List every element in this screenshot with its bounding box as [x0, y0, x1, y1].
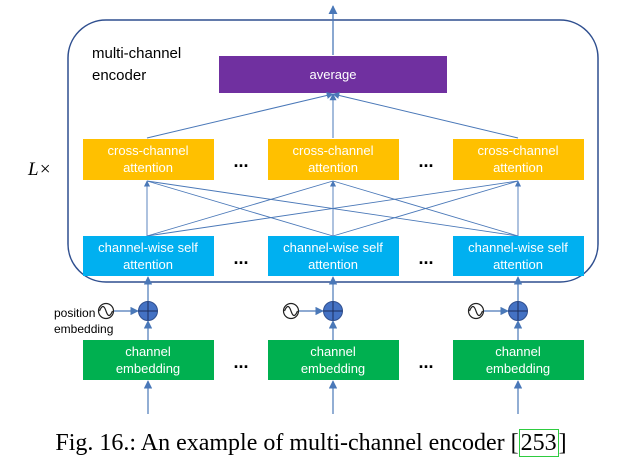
cross-attention-label-2b: attention	[308, 160, 358, 175]
self-attention-label-1b: attention	[123, 257, 173, 272]
ellipsis-cross-1: ...	[233, 151, 248, 171]
cross-attention-label-3a: cross-channel	[478, 143, 559, 158]
multi-channel-encoder-diagram: multi-channel encoder L× average cross-c…	[27, 5, 599, 414]
channel-embedding-label-1a: channel	[125, 344, 171, 359]
figure-caption: Fig. 16.: An example of multi-channel en…	[0, 429, 622, 457]
encoder-label-line1: multi-channel	[92, 45, 181, 62]
self-attention-label-2a: channel-wise self	[283, 240, 383, 255]
plus-to-self-arrows	[143, 276, 523, 301]
channel-embedding-box-1	[83, 340, 214, 380]
channel-embedding-box-3	[453, 340, 584, 380]
cross-attention-label-2a: cross-channel	[293, 143, 374, 158]
cross-to-average-arrows	[146, 92, 519, 139]
self-attention-label-3b: attention	[493, 257, 543, 272]
cross-attention-label-1a: cross-channel	[108, 143, 189, 158]
self-attention-label-2b: attention	[308, 257, 358, 272]
position-encoding-group-1	[97, 301, 158, 321]
self-attention-label-3a: channel-wise self	[468, 240, 568, 255]
input-arrows	[143, 380, 523, 414]
channel-embedding-label-1b: embedding	[116, 361, 180, 376]
ellipsis-embedding-1: ...	[233, 352, 248, 372]
self-attention-label-1a: channel-wise self	[98, 240, 198, 255]
channel-embedding-label-3a: channel	[495, 344, 541, 359]
cross-attention-label-3b: attention	[493, 160, 543, 175]
encoder-label-line2: encoder	[92, 67, 146, 84]
cross-attention-box-2	[268, 139, 399, 180]
cross-attention-row: cross-channel attention cross-channel at…	[83, 139, 584, 180]
ellipsis-self-2: ...	[418, 248, 433, 268]
embedding-to-plus-arrows	[143, 320, 523, 340]
cross-attention-box-3	[453, 139, 584, 180]
caption-text: Fig. 16.: An example of multi-channel en…	[55, 430, 519, 456]
self-attention-box-1	[83, 236, 214, 276]
repeat-label: L×	[27, 159, 51, 180]
self-attention-box-2	[268, 236, 399, 276]
self-to-cross-arrows	[143, 180, 522, 237]
self-attention-box-3	[453, 236, 584, 276]
position-encoding-group-2	[282, 301, 343, 321]
channel-embedding-label-3b: embedding	[486, 361, 550, 376]
channel-embedding-label-2b: embedding	[301, 361, 365, 376]
embedding-row: channel embedding channel embedding chan…	[83, 340, 584, 380]
channel-embedding-label-2a: channel	[310, 344, 356, 359]
ellipsis-embedding-2: ...	[418, 352, 433, 372]
ellipsis-self-1: ...	[233, 248, 248, 268]
average-box	[219, 56, 447, 93]
average-label: average	[310, 67, 357, 82]
self-attention-row: channel-wise self attention channel-wise…	[83, 236, 584, 276]
ellipsis-cross-2: ...	[418, 151, 433, 171]
cross-attention-box-1	[83, 139, 214, 180]
citation-link[interactable]: 253	[518, 429, 559, 457]
position-embedding-label-b: embedding	[54, 322, 113, 336]
channel-embedding-box-2	[268, 340, 399, 380]
position-embedding-label-a: position	[54, 306, 95, 320]
position-encoding-group-3	[467, 301, 528, 321]
caption-end: ]	[558, 430, 567, 456]
cross-attention-label-1b: attention	[123, 160, 173, 175]
